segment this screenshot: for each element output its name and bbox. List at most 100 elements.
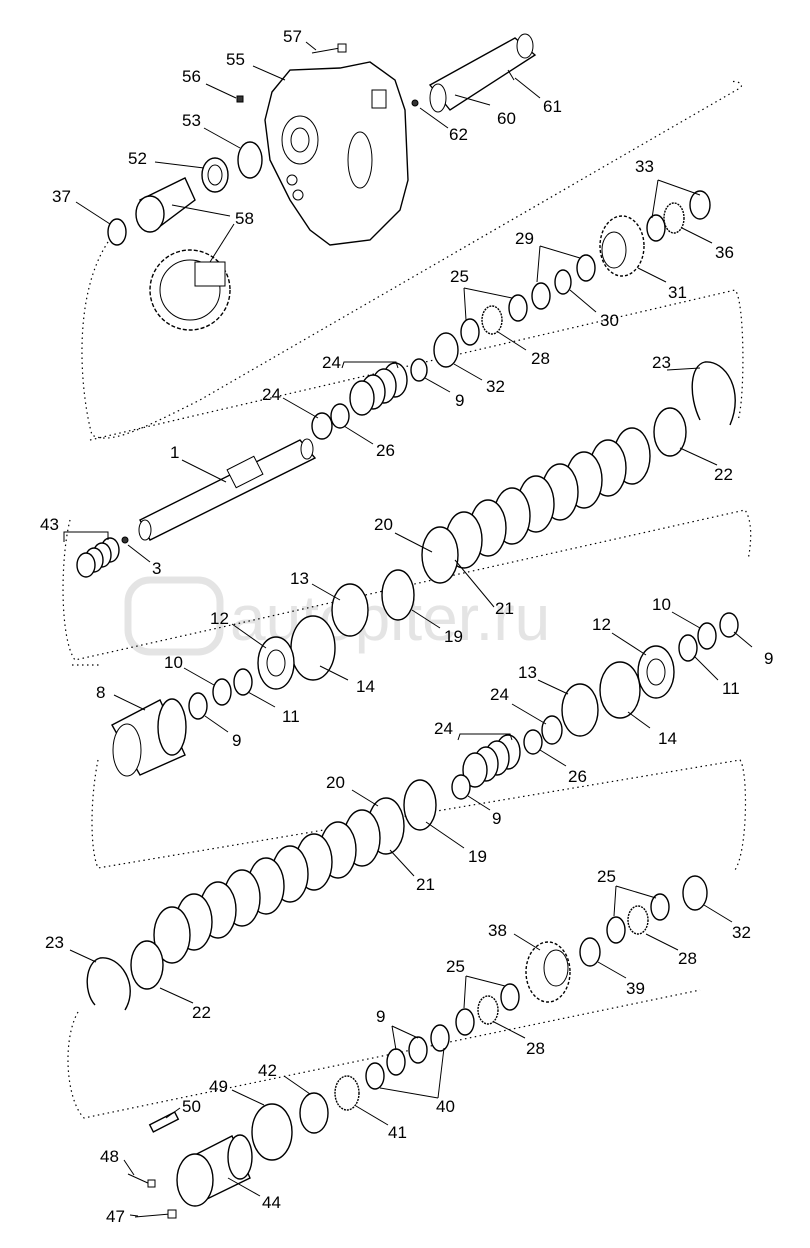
label-40: 40 — [436, 1097, 455, 1116]
part-25-washer-e — [500, 983, 520, 1011]
part-24-spring-pack-b — [462, 734, 521, 788]
part-49-gasket — [251, 1103, 293, 1161]
label-19-b: 19 — [468, 847, 487, 866]
label-20-b: 20 — [326, 773, 345, 792]
part-9-ring-d — [451, 774, 471, 800]
label-50: 50 — [182, 1097, 201, 1116]
label-49: 49 — [209, 1077, 228, 1096]
label-31: 31 — [668, 283, 687, 302]
label-3: 3 — [152, 559, 161, 578]
part-62-pin — [411, 99, 419, 107]
label-14-b: 14 — [658, 729, 677, 748]
label-48: 48 — [100, 1147, 119, 1166]
label-39: 39 — [626, 979, 645, 998]
part-23-snap-ring-b — [86, 957, 131, 1011]
label-22-b: 22 — [192, 1003, 211, 1022]
label-22-a: 22 — [714, 465, 733, 484]
part-labels: 57 55 56 53 52 37 58 60 61 62 33 36 29 3… — [40, 27, 773, 1226]
part-25-washer-c — [650, 893, 670, 921]
part-19-plate-a — [381, 569, 415, 621]
part-25-washer-d — [606, 916, 626, 944]
part-9-ring-c — [719, 612, 739, 638]
label-13-a: 13 — [290, 569, 309, 588]
label-33: 33 — [635, 157, 654, 176]
leader-lines — [63, 41, 753, 1217]
part-9-ring-a — [410, 358, 428, 382]
part-10-seal-b — [697, 622, 717, 650]
part-10-seal-a — [212, 678, 232, 706]
part-12-piston-b — [637, 645, 675, 699]
label-14-a: 14 — [356, 677, 375, 696]
part-39-bearing — [579, 937, 601, 967]
part-32-snap-ring — [433, 332, 459, 368]
parts — [76, 33, 739, 1219]
part-14-seal-b — [599, 661, 641, 719]
part-30-ring — [554, 269, 572, 295]
part-11-seal-a — [233, 668, 253, 696]
label-56: 56 — [182, 67, 201, 86]
part-8-clutch-drum — [111, 698, 187, 777]
label-25-c: 25 — [446, 957, 465, 976]
label-25: 25 — [450, 267, 469, 286]
part-9-ring-b — [188, 692, 208, 720]
part-32-snap-ring-b — [682, 875, 708, 911]
part-48-bolt — [127, 1173, 156, 1188]
label-53: 53 — [182, 111, 201, 130]
label-24-c: 24 — [490, 685, 509, 704]
label-21-a: 21 — [495, 599, 514, 618]
part-22-plate-a — [653, 407, 687, 457]
label-21-b: 21 — [416, 875, 435, 894]
label-43: 43 — [40, 515, 59, 534]
part-24-spring-pack-a — [349, 362, 408, 416]
label-24-a: 24 — [322, 353, 341, 372]
label-42: 42 — [258, 1061, 277, 1080]
label-10-a: 10 — [164, 653, 183, 672]
part-60-shaft — [428, 33, 537, 113]
label-11-b: 11 — [722, 679, 740, 698]
part-29-bearing-b — [531, 282, 551, 310]
part-26-ring-a — [330, 403, 350, 429]
label-13-b: 13 — [518, 663, 537, 682]
part-23-snap-ring-a — [691, 361, 736, 426]
part-50-pin — [148, 1111, 180, 1133]
label-23-b: 23 — [45, 933, 64, 952]
part-42-ring — [299, 1092, 329, 1134]
label-9-d: 9 — [492, 809, 501, 828]
part-31-gear — [599, 215, 645, 277]
label-9-c: 9 — [764, 649, 773, 668]
label-25-b: 25 — [597, 867, 616, 886]
label-28: 28 — [531, 349, 550, 368]
part-12-piston-a — [257, 636, 295, 690]
label-19-a: 19 — [444, 627, 463, 646]
dotted-assembly-lines — [62, 80, 752, 1119]
label-38: 38 — [488, 921, 507, 940]
part-13-seal-b — [561, 683, 599, 737]
label-24-d: 24 — [434, 719, 453, 738]
label-23-a: 23 — [652, 353, 671, 372]
label-32: 32 — [486, 377, 505, 396]
part-58-gear-upper — [135, 177, 196, 233]
part-43-spring-set — [76, 537, 120, 578]
part-29-bearing-a — [576, 254, 596, 282]
part-52-bearing — [201, 157, 229, 193]
part-9-ring-f — [386, 1048, 406, 1076]
part-61-key — [507, 69, 515, 81]
label-55: 55 — [226, 50, 245, 69]
label-44: 44 — [262, 1193, 281, 1212]
part-19-plate-b — [403, 779, 437, 831]
part-44-cover — [176, 1134, 253, 1207]
part-37-ring — [107, 218, 127, 246]
part-3-ball — [121, 536, 129, 544]
part-20-21-clutch-pack-a — [421, 427, 651, 584]
label-12-b: 12 — [592, 615, 611, 634]
label-58: 58 — [235, 209, 254, 228]
part-33-ring — [689, 190, 711, 220]
label-26-b: 26 — [568, 767, 587, 786]
part-58-gear-lower — [149, 249, 231, 331]
part-40-ring-a — [430, 1024, 450, 1052]
label-9-a: 9 — [455, 391, 464, 410]
part-9-ring-e — [408, 1036, 428, 1064]
label-10-b: 10 — [652, 595, 671, 614]
label-9-e: 9 — [376, 1007, 385, 1026]
part-1-main-shaft — [138, 438, 317, 541]
